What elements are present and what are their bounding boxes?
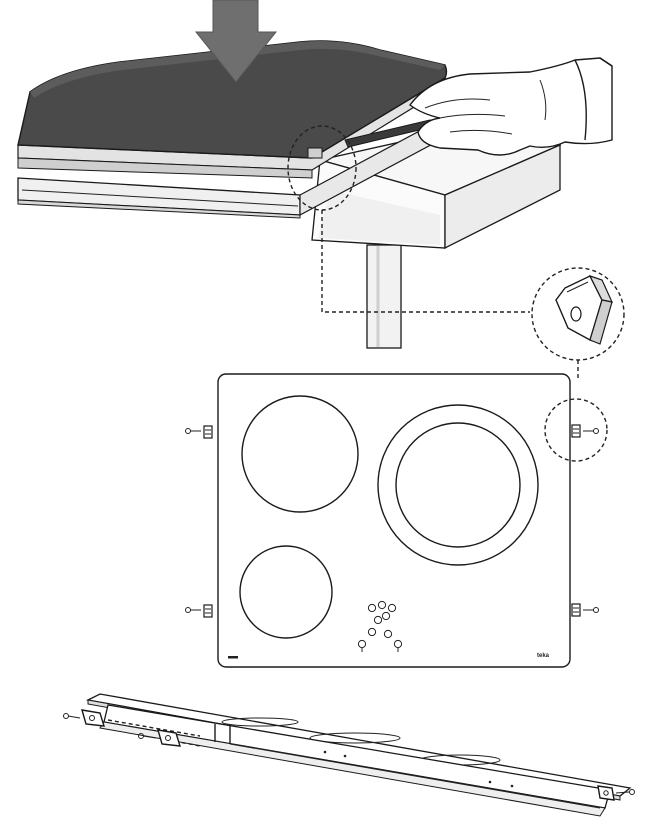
screw-icon	[138, 733, 157, 739]
hand-with-sealant-icon	[344, 57, 613, 156]
cooking-zone-front-left	[239, 545, 333, 639]
touch-controls	[357, 600, 403, 652]
worktop-support-leg	[366, 244, 402, 349]
push-down-arrow-icon	[194, 0, 278, 83]
brand-logo: teka	[536, 651, 550, 659]
screw-icon	[63, 713, 81, 719]
screw-icon	[583, 607, 599, 613]
clip-screw-bottom-left	[185, 604, 213, 618]
screw-icon	[615, 789, 635, 795]
cooking-zone-rear-left	[241, 395, 359, 513]
mounting-clip-icon	[555, 274, 614, 345]
screw-icon	[185, 607, 201, 613]
hob-insertion-scene	[17, 0, 613, 349]
cooking-zone-rear-right-outer	[377, 404, 539, 566]
hob-underside-view	[63, 693, 635, 817]
clip-detail-connector	[321, 210, 530, 313]
screw-icon	[185, 428, 201, 434]
underside-clip-left	[63, 709, 105, 727]
clip-screw-top-left	[185, 425, 213, 439]
clip-screw-bottom-right	[571, 603, 599, 617]
clip-screw-top-right	[571, 424, 599, 438]
screw-icon	[583, 428, 599, 434]
hob-top-view: teka	[217, 373, 571, 668]
model-marker	[228, 656, 238, 659]
worktop-counter	[311, 114, 562, 250]
mounting-clip-detail	[531, 267, 625, 380]
side-clip-callout	[544, 398, 608, 462]
brand-logo-text: teka	[537, 653, 550, 659]
cooking-zone-rear-right-inner	[395, 422, 521, 548]
underside-clip-right	[597, 785, 635, 801]
underside-clip-middle	[138, 729, 181, 747]
